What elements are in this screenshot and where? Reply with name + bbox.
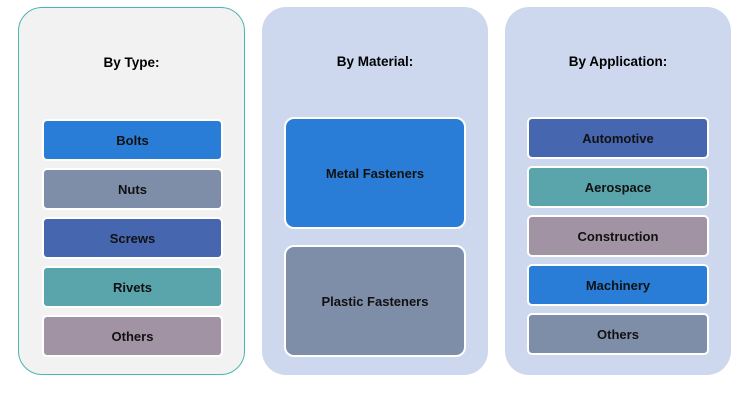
item-screws: Screws [42, 217, 223, 259]
item-bolts: Bolts [42, 119, 223, 161]
panel-title-by-type: By Type: [103, 55, 160, 70]
item-plastic-fasteners: Plastic Fasteners [284, 245, 466, 357]
item-automotive: Automotive [527, 117, 709, 159]
item-machinery: Machinery [527, 264, 709, 306]
item-others-application: Others [527, 313, 709, 355]
item-others-type: Others [42, 315, 223, 357]
panel-by-application: By Application: Automotive Aerospace Con… [505, 7, 731, 375]
item-rivets: Rivets [42, 266, 223, 308]
item-metal-fasteners: Metal Fasteners [284, 117, 466, 229]
item-nuts: Nuts [42, 168, 223, 210]
panel-by-material: By Material: Metal Fasteners Plastic Fas… [262, 7, 488, 375]
item-construction: Construction [527, 215, 709, 257]
item-aerospace: Aerospace [527, 166, 709, 208]
panel-title-by-material: By Material: [336, 54, 414, 69]
panel-title-by-application: By Application: [568, 54, 668, 69]
panel-by-type: By Type: Bolts Nuts Screws Rivets Others [18, 7, 245, 375]
